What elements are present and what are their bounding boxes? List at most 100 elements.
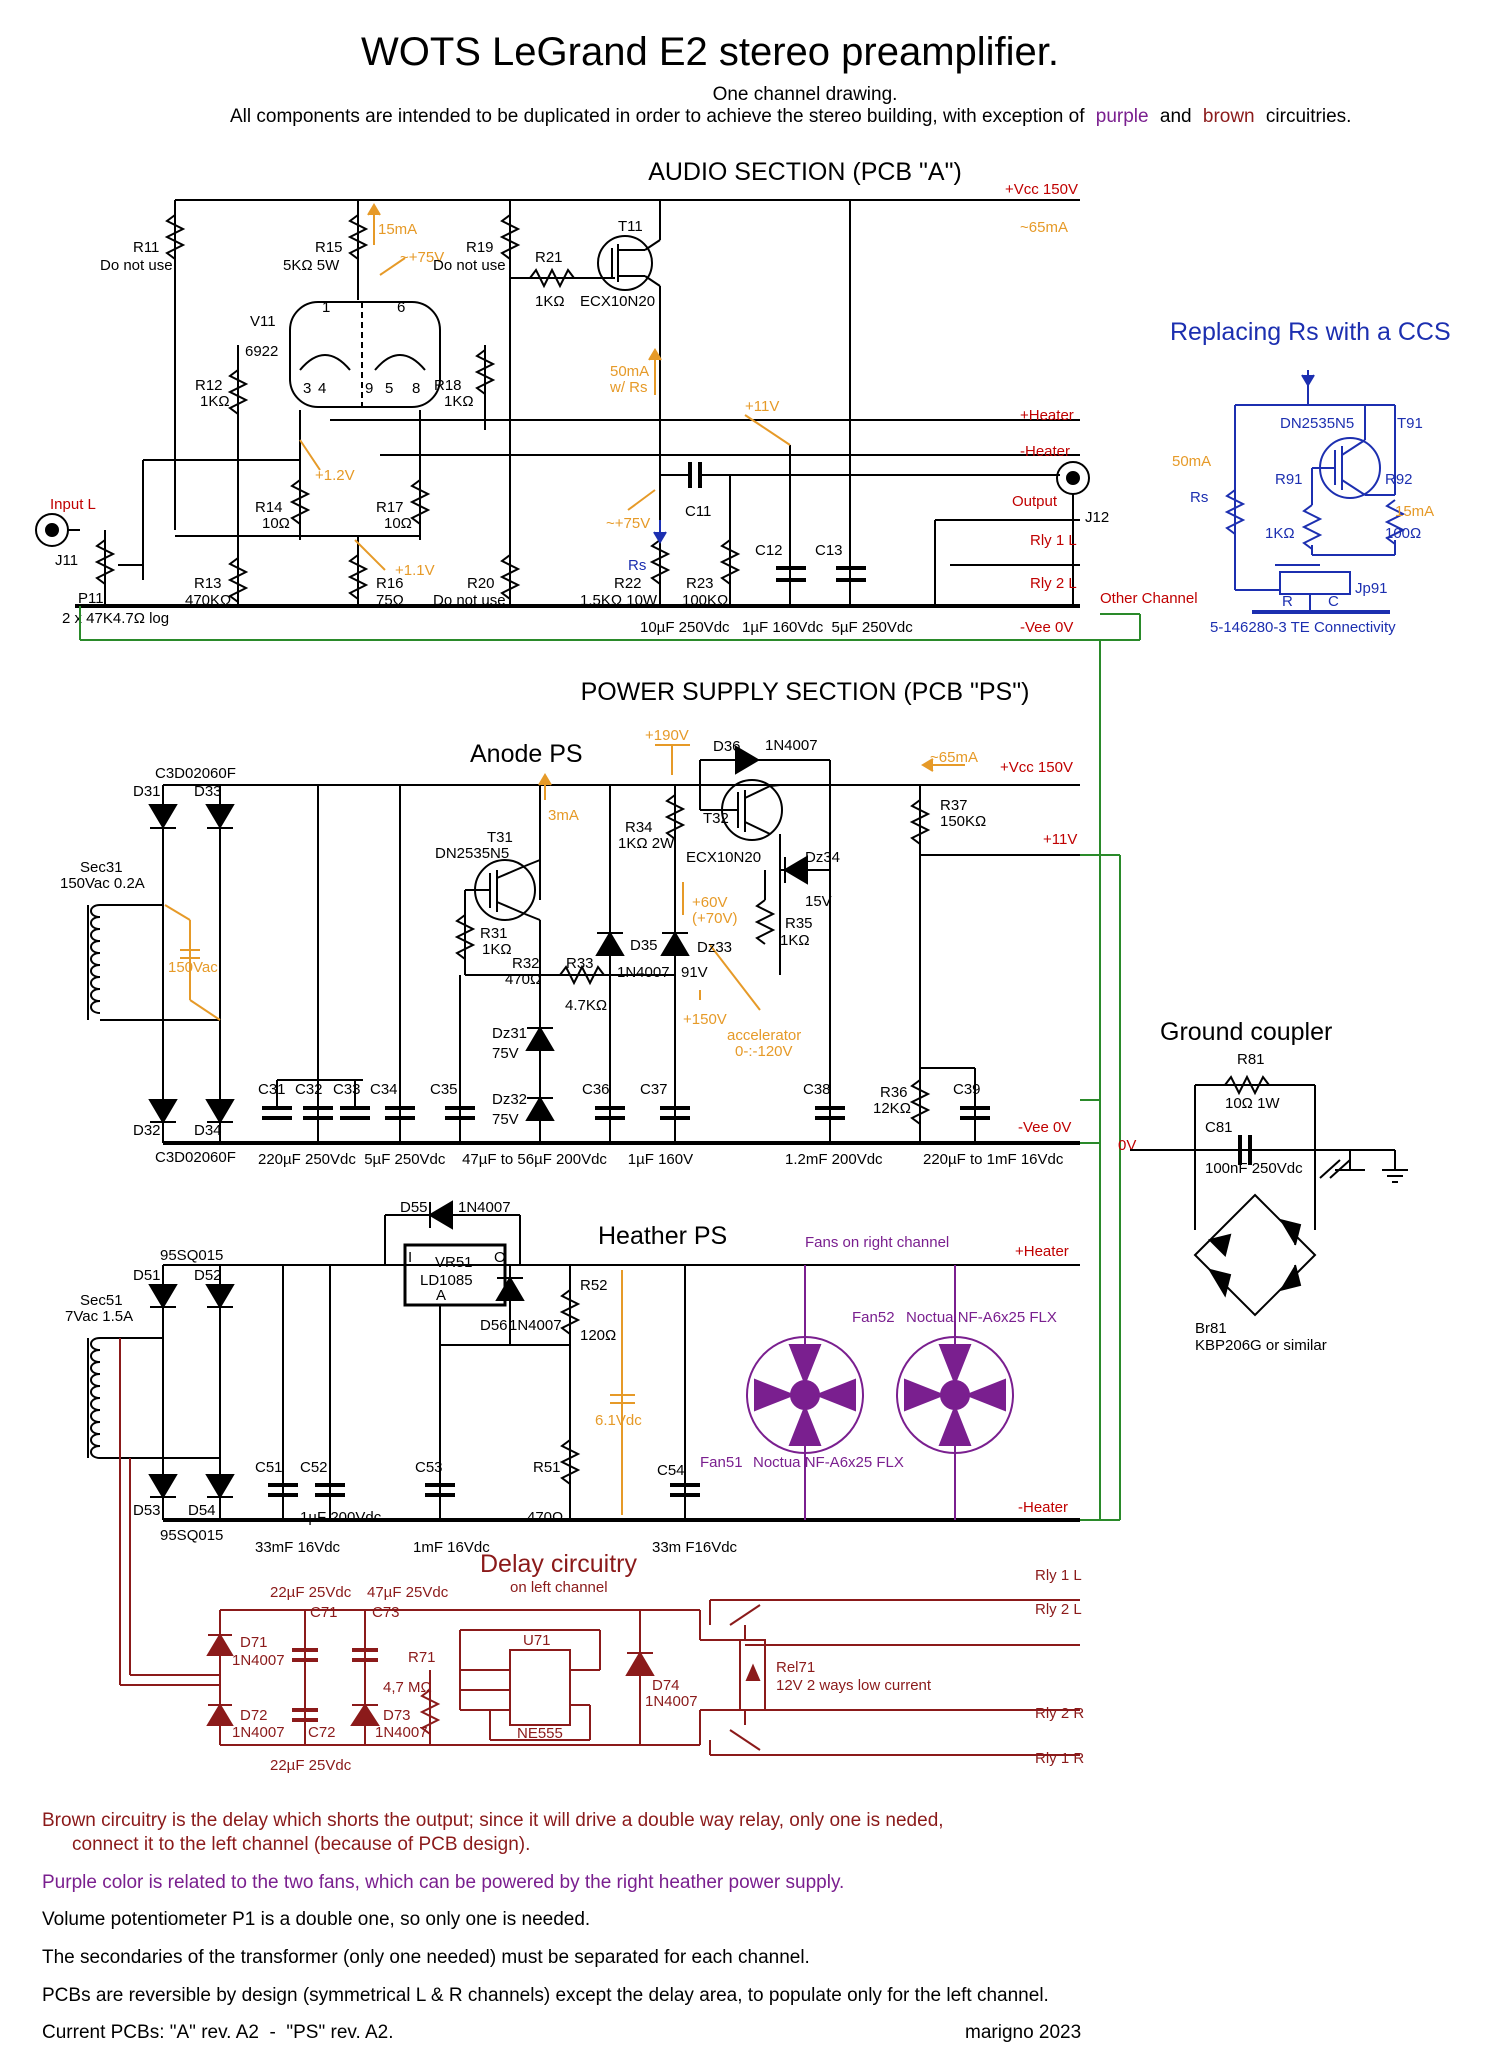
- audio-r16-value: 75Ω: [376, 592, 404, 609]
- ground-c81-value: 100nF 250Vdc: [1205, 1160, 1303, 1177]
- ps-r33: R33: [566, 955, 594, 972]
- audio-r18-value: 1KΩ: [444, 393, 474, 410]
- delay-rly2l: Rly 2 L: [1035, 1601, 1082, 1618]
- audio-r18: R18: [434, 377, 462, 394]
- heater-vr51-value: LD1085: [420, 1272, 473, 1289]
- audio-other-channel: Other Channel: [1100, 590, 1198, 607]
- ps-c34: C34: [370, 1081, 398, 1098]
- audio-r17: R17: [376, 499, 404, 516]
- header-note: All components are intended to be duplic…: [230, 106, 1351, 127]
- other-channel-wire: [79, 606, 1141, 1520]
- audio-r20: R20: [467, 575, 495, 592]
- header-note-brown: brown: [1203, 106, 1255, 127]
- ps-vee: -Vee 0V: [1018, 1119, 1071, 1136]
- ps-v70: (+70V): [692, 910, 737, 927]
- ps-dz32: Dz32: [492, 1091, 527, 1108]
- ps-c33: C33: [333, 1081, 361, 1098]
- ps-d34: D34: [194, 1122, 222, 1139]
- note-transformer: The secondaries of the transformer (only…: [42, 1947, 810, 1968]
- ps-t31: T31: [487, 829, 513, 846]
- ps-c31: C31: [258, 1081, 286, 1098]
- ps-dz31-value: 75V: [492, 1045, 519, 1062]
- ps-r32-value: 470Ω: [505, 971, 541, 988]
- ps-t32: T32: [703, 810, 729, 827]
- audio-r22: R22: [614, 575, 642, 592]
- ground-c81: C81: [1205, 1119, 1233, 1136]
- audio-vcc-current: ~65mA: [1020, 219, 1068, 236]
- audio-r11: R11: [133, 239, 159, 256]
- ps-cap-row3: 220µF to 1mF 16Vdc: [923, 1151, 1064, 1168]
- delay-u71: U71: [523, 1632, 551, 1649]
- ps-d31: D31: [133, 783, 161, 800]
- audio-t11: T11: [618, 218, 643, 235]
- header-note-prefix: All components are intended to be duplic…: [230, 106, 1085, 127]
- ground-br81: Br81: [1195, 1320, 1227, 1337]
- audio-r19-value: Do not use: [433, 257, 506, 274]
- ps-v60: +60V: [692, 894, 727, 911]
- audio-v12: +1.2V: [315, 467, 355, 484]
- audio-r19: R19: [466, 239, 494, 256]
- ccs-r91-value: 1KΩ: [1265, 525, 1295, 542]
- tube-pin-6: 6: [397, 299, 405, 316]
- audio-t11-value: ECX10N20: [580, 293, 655, 310]
- tube-pin-8: 8: [412, 380, 420, 397]
- page-subtitle: One channel drawing.: [713, 84, 898, 105]
- audio-v75: ~+75V: [400, 249, 444, 266]
- ps-accel: accelerator: [727, 1027, 801, 1044]
- note-author: marigno 2023: [965, 2022, 1081, 2043]
- ground-title: Ground coupler: [1160, 1018, 1332, 1046]
- ccs-t91-ref: T91: [1397, 415, 1423, 432]
- delay-subtitle: on left channel: [510, 1579, 608, 1596]
- audio-r13-value: 470KΩ: [185, 592, 231, 609]
- ps-r37: R37: [940, 797, 968, 814]
- tube-pin-1: 1: [322, 299, 330, 316]
- heater-fan51-value: Noctua NF-A6x25 FLX: [753, 1454, 904, 1471]
- ccs-r91: R91: [1275, 471, 1303, 488]
- audio-c11: C11: [685, 503, 711, 520]
- heater-r51: R51: [533, 1459, 561, 1476]
- header-note-and: and: [1160, 106, 1192, 127]
- audio-r12-value: 1KΩ: [200, 393, 230, 410]
- ps-section-title: POWER SUPPLY SECTION (PCB "PS"): [581, 678, 1030, 706]
- ccs-circuit: [1224, 370, 1406, 614]
- tube-pin-4: 4: [318, 380, 326, 397]
- delay-rly1l: Rly 1 L: [1035, 1567, 1082, 1584]
- delay-u71-value: NE555: [517, 1725, 563, 1742]
- audio-r12: R12: [195, 377, 223, 394]
- heater-r52-value: 120Ω: [580, 1327, 616, 1344]
- delay-d71-value: 1N4007: [232, 1652, 285, 1669]
- delay-rel71: Rel71: [776, 1659, 815, 1676]
- audio-i50ma: 50mA: [610, 363, 649, 380]
- ps-vcc: +Vcc 150V: [1000, 759, 1073, 776]
- tube-pin-5: 5: [385, 380, 393, 397]
- audio-r16: R16: [376, 575, 404, 592]
- ps-d32: D32: [133, 1122, 161, 1139]
- heater-c54: C54: [657, 1462, 685, 1479]
- ps-ac150: 150Vac: [168, 959, 218, 976]
- heater-vr-a: A: [436, 1287, 446, 1304]
- heater-vr-i: I: [408, 1249, 412, 1266]
- audio-v11: V11: [250, 313, 276, 330]
- delay-d74: D74: [652, 1677, 680, 1694]
- ps-r36: R36: [880, 1084, 908, 1101]
- audio-p11: P11: [78, 590, 104, 607]
- heater-title: Heather PS: [598, 1222, 727, 1250]
- heater-v61: 6.1Vdc: [595, 1412, 642, 1429]
- delay-d73-value: 1N4007: [375, 1724, 428, 1741]
- heater-d55: D55: [400, 1199, 428, 1216]
- heater-c52-value: 1µF 200Vdc: [300, 1509, 382, 1526]
- audio-input-label: Input L: [50, 496, 96, 513]
- delay-d73: D73: [383, 1707, 411, 1724]
- delay-rly2r: Rly 2 R: [1035, 1705, 1084, 1722]
- delay-r71-value: 4,7 MΩ: [383, 1679, 432, 1696]
- green-power-wire: [1080, 854, 1121, 1521]
- ps-d35-value: 1N4007: [617, 964, 670, 981]
- delay-title: Delay circuitry: [480, 1550, 637, 1578]
- audio-annotations: [299, 203, 791, 571]
- anode-title: Anode PS: [470, 740, 583, 768]
- heater-r51-value: 470Ω: [527, 1509, 563, 1526]
- delay-c73: C73: [372, 1604, 400, 1621]
- delay-c71-value: 22µF 25Vdc: [270, 1584, 352, 1601]
- ps-0v: 0V: [1118, 1137, 1136, 1154]
